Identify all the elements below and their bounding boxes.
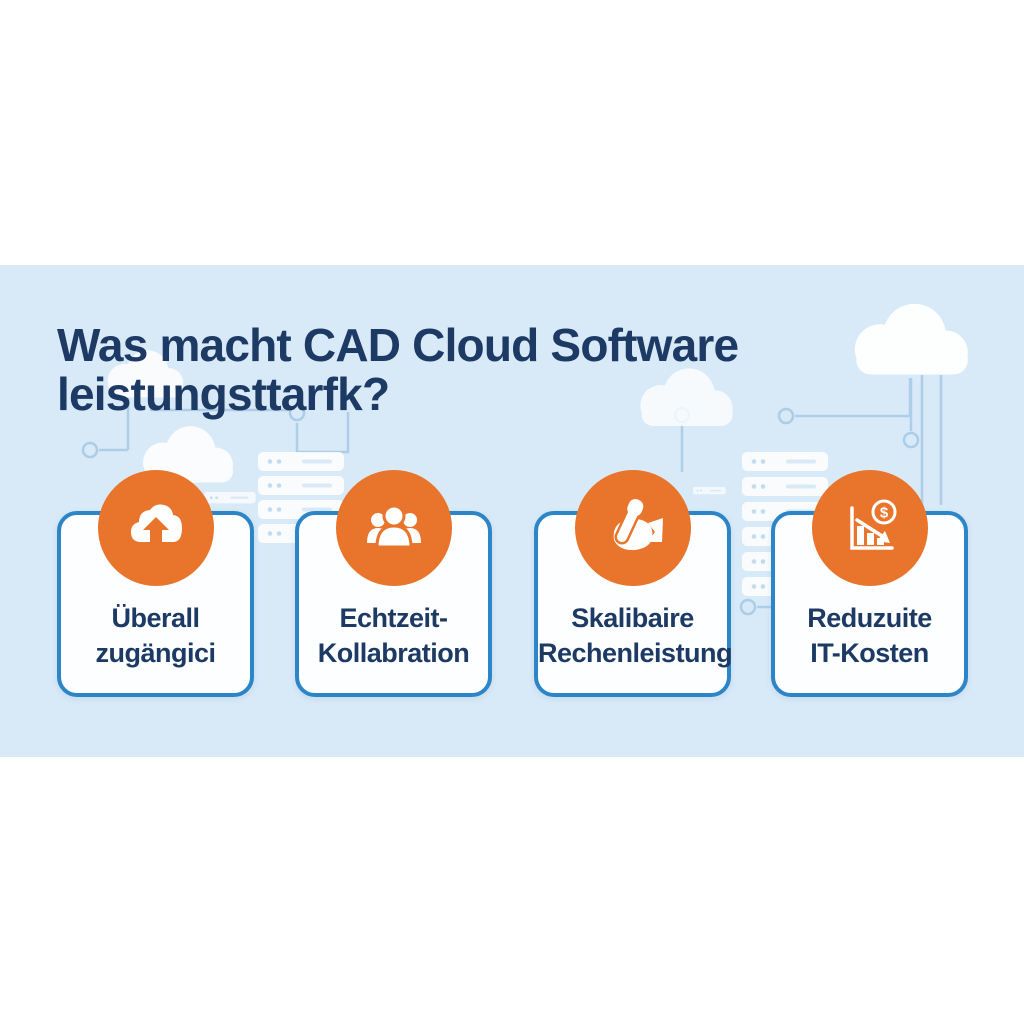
page-title-line2: leistungsttarfk? — [57, 367, 390, 420]
cost-reduction-icon: $ — [849, 499, 896, 550]
feature-card-collaboration: Echtzeit- Kollabration — [295, 470, 492, 697]
icon-circle-1 — [97, 470, 214, 586]
feature-card-accessible: Überall zugängici — [57, 470, 254, 697]
cloud-upload-icon — [130, 504, 182, 542]
feature-card-compute: Skalibaire Rechenleistung — [534, 470, 733, 697]
icon-circle-4: $ — [811, 470, 928, 586]
card-label-3-line2: Rechenleistung — [538, 638, 733, 668]
card-label-1-line1: Überall — [111, 603, 200, 633]
card-label-2: Echtzeit- Kollabration — [299, 601, 488, 671]
feature-card-costs: $ Reduzuite IT-Kosten — [771, 470, 968, 697]
card-label-3: Skalibaire Rechenleistung — [538, 601, 733, 671]
card-label-2-line1: Echtzeit- — [339, 603, 448, 633]
page-title: Was macht CAD Cloud Software leistungstt… — [57, 318, 817, 420]
card-label-3-line1: Skalibaire — [571, 603, 694, 633]
icon-circle-2 — [335, 470, 452, 586]
card-label-4-line2: IT-Kosten — [810, 638, 929, 668]
card-label-4-line1: Reduzuite — [807, 603, 932, 633]
card-label-2-line2: Kollabration — [317, 638, 470, 668]
card-label-1-line2: zugängici — [95, 638, 216, 668]
card-label-1: Überall zugängici — [61, 601, 250, 671]
dollar-symbol: $ — [879, 505, 888, 522]
icon-circle-3 — [574, 470, 691, 586]
card-label-4: Reduzuite IT-Kosten — [775, 601, 964, 671]
page-title-line1: Was macht CAD Cloud Software — [57, 318, 739, 371]
team-icon — [366, 504, 421, 549]
muscle-icon — [613, 499, 663, 551]
